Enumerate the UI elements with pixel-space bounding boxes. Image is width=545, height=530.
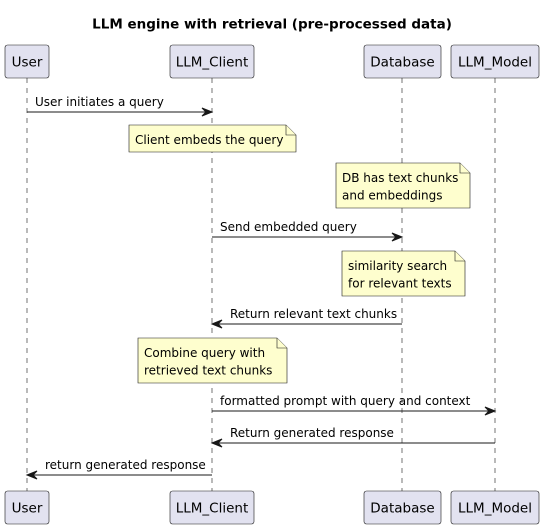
note-text-line: for relevant texts xyxy=(348,277,452,291)
message-0: User initiates a query xyxy=(27,95,214,117)
note-text-line: DB has text chunks xyxy=(342,171,458,185)
note-fold-corner xyxy=(454,251,465,262)
note-text-line: retrieved text chunks xyxy=(144,364,272,378)
participant-label-model-bottom: LLM_Model xyxy=(458,501,532,517)
note-fold-corner xyxy=(276,338,287,349)
participant-box-user-bottom xyxy=(4,490,50,525)
note-1: Client embeds the query xyxy=(128,124,297,153)
diagram-title: LLM engine with retrieval (pre-processed… xyxy=(92,17,452,33)
message-label: Return generated response xyxy=(230,426,394,440)
participant-label-user-bottom: User xyxy=(12,501,43,517)
message-5: Return relevant text chunks xyxy=(210,307,402,329)
note-6: Combine query with retrieved text chunks xyxy=(137,337,288,384)
message-3: Send embedded query xyxy=(212,220,404,242)
arrowhead-icon xyxy=(210,438,223,448)
participant-label-db-bottom: Database xyxy=(370,501,434,517)
participant-box-db-bottom xyxy=(363,490,442,525)
participant-box-model-top xyxy=(450,44,540,79)
note-text-line: and embeddings xyxy=(342,189,443,203)
participant-label-client-bottom: LLM_Client xyxy=(176,501,249,517)
message-7: formatted prompt with query and context xyxy=(212,394,497,416)
message-label: Return relevant text chunks xyxy=(230,307,397,321)
arrowhead-icon xyxy=(484,406,497,416)
note-fold-corner xyxy=(285,125,296,136)
participant-box-db-top xyxy=(363,44,442,79)
participants-top: User LLM_Client Database LLM_Model xyxy=(4,44,540,79)
note-box xyxy=(341,250,466,297)
arrowhead-icon xyxy=(210,319,223,329)
note-text-line: Combine query with xyxy=(144,346,265,360)
participant-box-client-top xyxy=(169,44,255,79)
note-2: DB has text chunks and embeddings xyxy=(335,162,471,209)
note-text-line: Client embeds the query xyxy=(135,133,283,147)
message-8: Return generated response xyxy=(210,426,495,448)
participant-label-user-top: User xyxy=(12,55,43,71)
participant-label-db-top: Database xyxy=(370,55,434,71)
note-box xyxy=(335,162,471,209)
message-label: Send embedded query xyxy=(220,220,357,234)
participant-label-client-top: LLM_Client xyxy=(176,55,249,71)
arrowhead-icon xyxy=(391,232,404,242)
note-fold-corner xyxy=(459,163,470,174)
note-box xyxy=(137,337,288,384)
participant-label-model-top: LLM_Model xyxy=(458,55,532,71)
participant-box-user-top xyxy=(4,44,50,79)
participant-box-client-bottom xyxy=(169,490,255,525)
lifelines xyxy=(26,78,496,491)
participant-box-model-bottom xyxy=(450,490,540,525)
message-label: return generated response xyxy=(45,458,206,472)
note-box xyxy=(128,124,297,153)
message-label: formatted prompt with query and context xyxy=(220,394,471,408)
note-4: similarity search for relevant texts xyxy=(341,250,466,297)
message-label: User initiates a query xyxy=(35,95,164,109)
note-text-line: similarity search xyxy=(348,259,447,273)
arrowhead-icon xyxy=(201,107,214,117)
participants-bottom: User LLM_Client Database LLM_Model xyxy=(4,490,540,525)
arrowhead-icon xyxy=(25,470,38,480)
message-9: return generated response xyxy=(25,458,212,480)
